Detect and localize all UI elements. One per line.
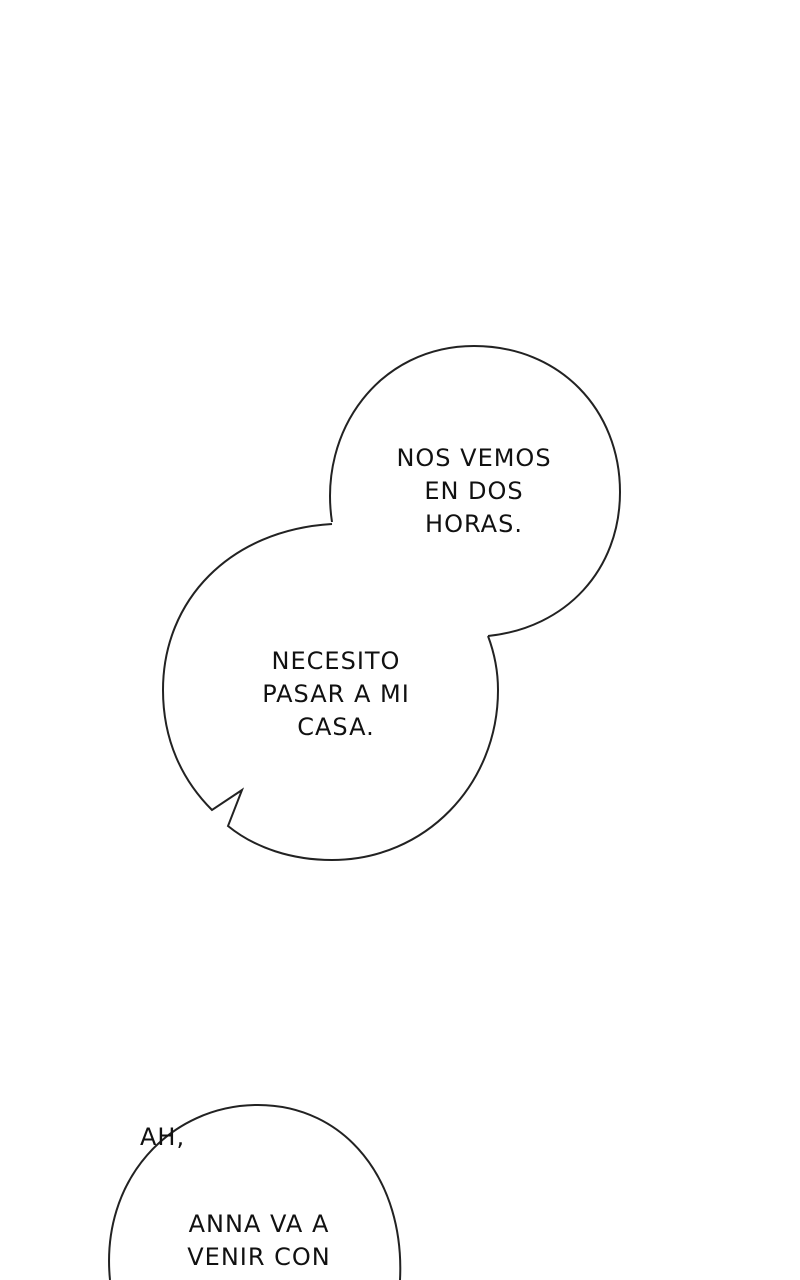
dialogue-line: EN DOS — [424, 477, 524, 505]
dialogue-line: NOS VEMOS — [396, 444, 552, 472]
speech-bubble-upper-right — [329, 344, 622, 637]
interjection-text: AH, — [140, 1123, 186, 1151]
speech-bubble-bottom — [108, 1103, 402, 1280]
dialogue-line: PASAR A MI — [262, 680, 410, 708]
speech-bubble-middle-left — [161, 523, 500, 862]
middle-left-bubble-text: NECESITO PASAR A MI CASA. — [236, 645, 436, 744]
dialogue-line: VENIR CON — [187, 1243, 331, 1271]
dialogue-line: NECESITO — [271, 647, 401, 675]
dialogue-line: HORAS. — [425, 510, 523, 538]
dialogue-line: ANNA VA A — [188, 1210, 330, 1238]
bottom-bubble-text: ANNA VA A VENIR CON — [159, 1208, 359, 1274]
dialogue-line: CASA. — [297, 713, 375, 741]
upper-right-bubble-text: NOS VEMOS EN DOS HORAS. — [374, 442, 574, 541]
